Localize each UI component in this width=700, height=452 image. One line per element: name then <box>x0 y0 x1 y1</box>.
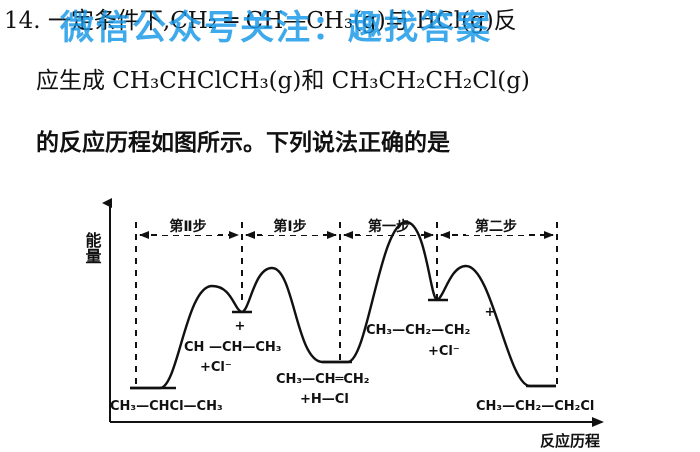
species-left-intermediate-ion: +Cl⁻ <box>200 360 232 375</box>
question-line-3: 的反应历程如图所示。下列说法正确的是 <box>36 129 450 156</box>
energy-curve <box>130 220 556 390</box>
species-right-intermediate-ion: +Cl⁻ <box>428 344 460 359</box>
x-axis-label: 反应历程 <box>540 432 600 450</box>
species-reactant-2: +H—Cl <box>300 392 349 407</box>
step-label-2: 第Ⅱ步 <box>169 218 206 235</box>
step-label-second: 第二步 <box>475 218 517 235</box>
species-left-intermediate-charge: + <box>235 319 246 334</box>
question-line-2: 应生成 CH₃CHClCH₃(g)和 CH₃CH₂CH₂Cl(g) <box>36 68 530 94</box>
species-right-intermediate-charge: + <box>485 305 496 320</box>
question-line-1: 14. 一定条件下,CH₂ ═ CH—CH₃(g)与 HCl(g)反 <box>4 8 517 34</box>
species-right-product: CH₃—CH₂—CH₂Cl <box>476 399 594 414</box>
species-right-intermediate: CH₃—CH₂—CH₂ <box>366 323 470 338</box>
species-left-intermediate: CH —CH—CH₃ <box>184 340 281 355</box>
species-reactant: CH₃—CH═CH₂ <box>276 372 369 387</box>
watermark: 微信公众号关注：趣找答案 <box>60 8 492 48</box>
y-axis-label: 能量 <box>83 231 102 264</box>
species-left-product: CH₃—CHCl—CH₃ <box>110 399 223 414</box>
step-label-first: 第一步 <box>368 218 410 235</box>
step-label-1: 第Ⅰ步 <box>273 218 306 235</box>
